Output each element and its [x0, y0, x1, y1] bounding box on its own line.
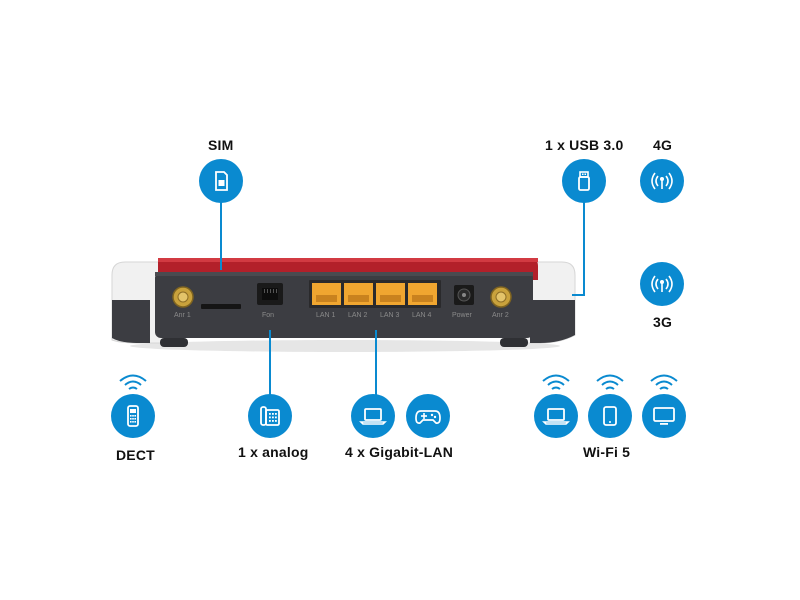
cordless-phone-icon — [127, 405, 139, 427]
port-label-lan-1: LAN 1 — [316, 312, 336, 319]
monitor-icon — [653, 407, 675, 425]
analog-connector-line — [269, 330, 271, 400]
antenna-icon — [651, 172, 673, 190]
3g-label: 3G — [653, 314, 673, 330]
lan-connector-line — [375, 330, 377, 400]
lan-label: 4 x Gigabit-LAN — [345, 444, 454, 460]
sim-connector-line — [220, 202, 222, 270]
wifi-label: Wi-Fi 5 — [583, 444, 631, 460]
desk-phone-icon — [260, 406, 280, 426]
analog-phone-circle — [248, 394, 292, 438]
port-label-lan-4: LAN 4 — [412, 312, 432, 319]
4g-label: 4G — [653, 137, 673, 153]
dect-circle — [111, 394, 155, 438]
usb-label: 1 x USB 3.0 — [545, 137, 624, 153]
wifi-waves-icon — [542, 374, 570, 390]
laptop-icon — [542, 408, 570, 425]
gamepad-icon — [415, 410, 441, 424]
port-label-lan-2: LAN 2 — [348, 312, 368, 319]
usb-circle — [562, 159, 606, 203]
usb-stick-icon — [578, 171, 590, 191]
analog-label: 1 x analog — [238, 444, 309, 460]
laptop-icon — [359, 408, 387, 425]
sim-card-icon — [215, 171, 228, 191]
wifi-waves-icon — [650, 374, 678, 390]
wifi-tablet-circle — [588, 394, 632, 438]
tablet-icon — [603, 406, 617, 426]
lan-gamepad-circle — [406, 394, 450, 438]
port-label-power: Power — [452, 312, 472, 319]
port-label-antenna-2: Anr 2 — [492, 312, 509, 319]
port-label-fon: Fon — [262, 312, 275, 319]
antenna-icon — [651, 275, 673, 293]
port-label-lan-3: LAN 3 — [380, 312, 400, 319]
sim-label: SIM — [208, 137, 234, 153]
4g-circle — [640, 159, 684, 203]
dect-wireless-waves-icon — [119, 374, 147, 390]
usb-connector-line-vertical — [583, 202, 585, 296]
wifi-tv-circle — [642, 394, 686, 438]
wifi-laptop-circle — [534, 394, 578, 438]
sim-card-circle — [199, 159, 243, 203]
port-label-antenna-1: Anr 1 — [174, 312, 191, 319]
dect-label: DECT — [116, 447, 155, 463]
lan-laptop-circle — [351, 394, 395, 438]
3g-circle — [640, 262, 684, 306]
usb-connector-line-horizontal — [572, 294, 585, 296]
wifi-waves-icon — [596, 374, 624, 390]
